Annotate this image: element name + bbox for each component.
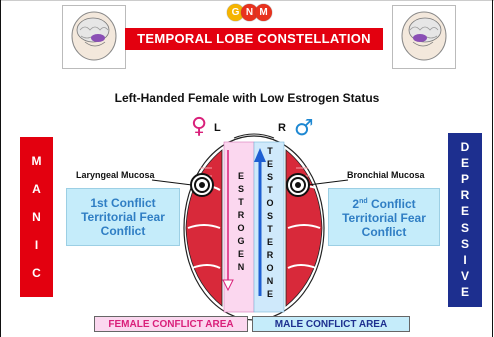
- second-conflict-ordinal: nd: [359, 198, 368, 205]
- laryngeal-mucosa-label: Laryngeal Mucosa: [76, 170, 155, 181]
- second-conflict-word: Conflict: [368, 197, 416, 211]
- estrogen-letter: T: [238, 196, 244, 209]
- second-conflict-line3: Conflict: [329, 225, 439, 239]
- female-conflict-area-bar: FEMALE CONFLICT AREA: [94, 316, 248, 332]
- second-conflict-line2: Territorial Fear: [329, 211, 439, 225]
- estrogen-letter: N: [238, 261, 245, 274]
- testosterone-letter: O: [266, 262, 273, 275]
- testosterone-letter: T: [267, 145, 273, 158]
- female-symbol-icon: ♀: [191, 116, 207, 138]
- first-conflict-box: 1st Conflict Territorial Fear Conflict: [66, 188, 180, 246]
- testosterone-letter: S: [267, 210, 273, 223]
- testosterone-letter: S: [267, 171, 273, 184]
- first-conflict-line1: 1st Conflict: [67, 196, 179, 210]
- testosterone-letter: O: [266, 197, 273, 210]
- testosterone-letter: E: [267, 288, 273, 301]
- estrogen-letter: G: [237, 235, 244, 248]
- estrogen-letter: S: [238, 183, 244, 196]
- male-symbol-icon: ♂: [294, 118, 314, 140]
- second-conflict-line1: 2nd Conflict: [329, 195, 439, 211]
- first-conflict-line3: Conflict: [67, 224, 179, 238]
- testosterone-letter: T: [267, 184, 273, 197]
- testosterone-letter: T: [267, 223, 273, 236]
- estrogen-letter: E: [238, 248, 244, 261]
- estrogen-letter: R: [238, 209, 245, 222]
- testosterone-letter: N: [267, 275, 274, 288]
- testosterone-letter: E: [267, 236, 273, 249]
- side-right-label: R: [278, 122, 286, 134]
- male-conflict-area-bar: MALE CONFLICT AREA: [252, 316, 410, 332]
- estrogen-letter: E: [238, 170, 244, 183]
- testosterone-letter: E: [267, 158, 273, 171]
- testosterone-label: T E S T O S T E R O N E: [264, 145, 276, 301]
- estrogen-label: E S T R O G E N: [235, 170, 247, 274]
- first-conflict-line2: Territorial Fear: [67, 210, 179, 224]
- side-left-label: L: [214, 122, 221, 134]
- estrogen-letter: O: [237, 222, 244, 235]
- second-conflict-box: 2nd Conflict Territorial Fear Conflict: [328, 188, 440, 246]
- testosterone-letter: R: [267, 249, 274, 262]
- bronchial-mucosa-label: Bronchial Mucosa: [347, 170, 425, 181]
